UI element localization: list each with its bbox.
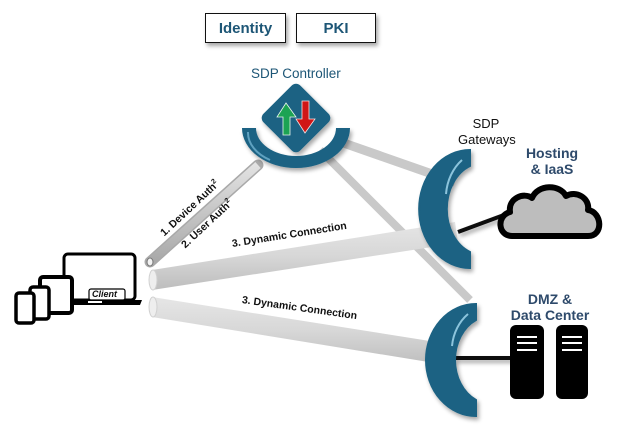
down-arrow-icon: [295, 100, 316, 134]
controller-label: SDP Controller: [251, 66, 341, 81]
hosting-label: Hosting & IaaS: [520, 145, 584, 177]
controller-cradle: [242, 128, 350, 168]
phone-icon: [14, 291, 36, 325]
devices-icon[interactable]: [14, 252, 142, 325]
up-arrow-icon: [276, 102, 297, 136]
auth-pipe: [144, 159, 264, 268]
pki-box[interactable]: PKI: [296, 13, 376, 43]
sdp-gateway-datacenter[interactable]: [425, 302, 512, 418]
gateways-label-line2: Gateways: [458, 132, 516, 147]
dynamic-pipe-top: [148, 222, 458, 291]
link-controller-dc-gateway-a: [317, 147, 473, 303]
sdp-gateway-hosting[interactable]: [418, 148, 513, 270]
datacenter-label-line2: Data Center: [510, 307, 590, 323]
hosting-label-line2: & IaaS: [530, 161, 574, 177]
cloud-icon: [497, 184, 603, 239]
controller-diamond: [261, 83, 331, 153]
gateways-label-line1: SDP: [472, 116, 500, 131]
identity-box[interactable]: Identity: [205, 13, 286, 43]
sdp-controller[interactable]: [242, 81, 350, 168]
dynamic-pipe-bottom: [148, 296, 455, 366]
datacenter-label: DMZ & Data Center: [505, 291, 595, 323]
server-icon: [510, 325, 588, 399]
hosting-label-line1: Hosting: [525, 145, 579, 161]
datacenter-label-line1: DMZ &: [527, 291, 573, 307]
client-label: Client: [92, 289, 118, 299]
